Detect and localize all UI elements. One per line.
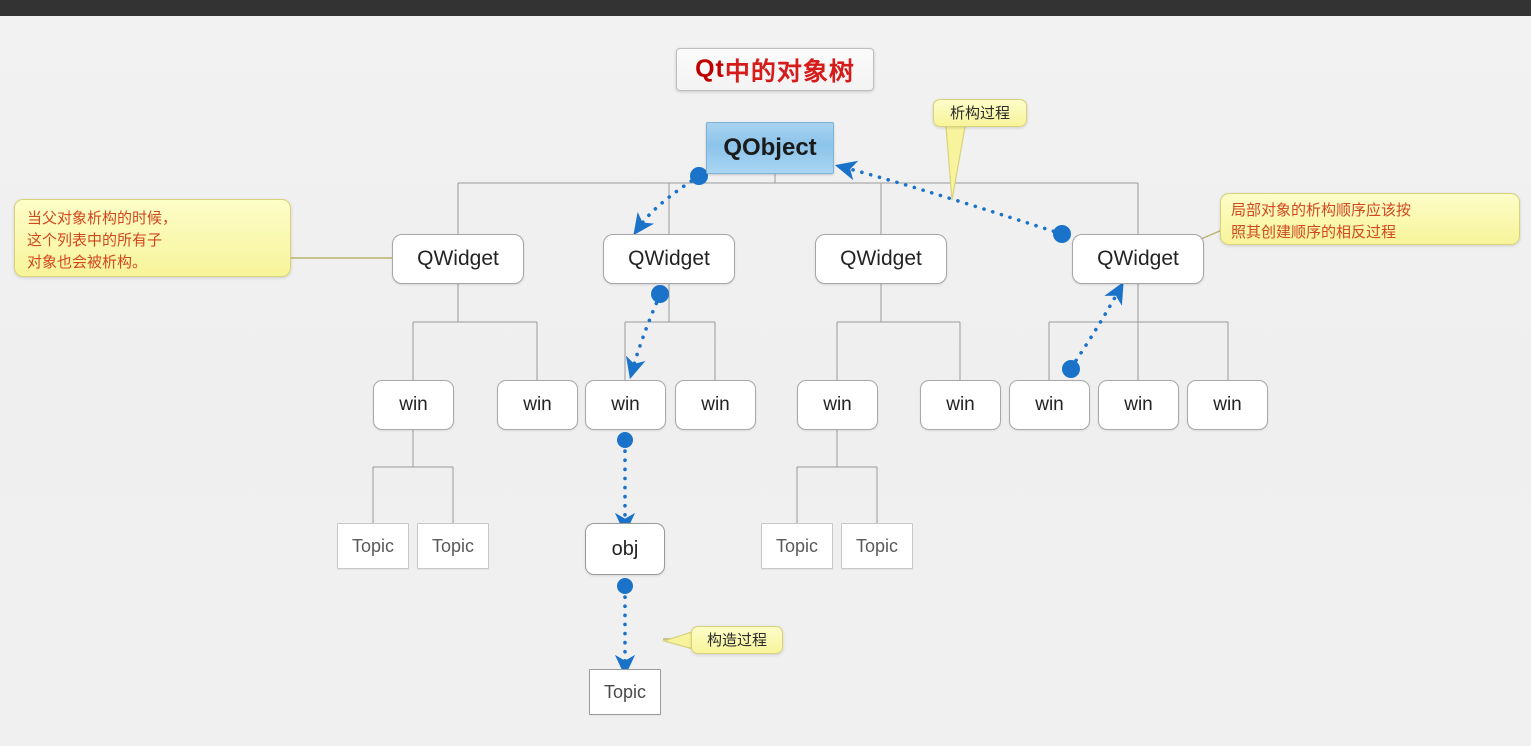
node-obj[interactable]: obj	[585, 523, 665, 575]
node-win-5-label: win	[823, 394, 852, 415]
node-win-6-label: win	[946, 394, 975, 415]
node-win-2[interactable]: win	[497, 380, 578, 430]
node-qwidget-1[interactable]: QWidget	[392, 234, 524, 284]
page-title-rest: 中的对象树	[724, 57, 855, 86]
node-topic-4-label: Topic	[855, 535, 899, 556]
node-topic-3[interactable]: Topic	[761, 523, 833, 569]
note-construct-process: 构造过程	[691, 626, 783, 654]
note-local-object-order-line-1: 局部对象的析构顺序应该按	[1231, 201, 1412, 219]
note-construct-process-label: 构造过程	[706, 631, 767, 649]
node-win-9-label: win	[1213, 394, 1242, 415]
node-topic-4[interactable]: Topic	[841, 523, 913, 569]
node-win-4[interactable]: win	[675, 380, 756, 430]
node-win-8[interactable]: win	[1098, 380, 1179, 430]
arrow-widget2-to-win3	[625, 293, 662, 380]
node-topic-1[interactable]: Topic	[337, 523, 409, 569]
note-local-object-order: 局部对象的析构顺序应该按 照其创建顺序的相反过程	[1220, 193, 1520, 245]
note-parent-destruction-line-2: 这个列表中的所有子	[27, 230, 163, 249]
page-title-prefix: Qt	[695, 55, 725, 83]
node-qwidget-4[interactable]: QWidget	[1072, 234, 1204, 284]
arrow-win7-to-widget4	[1069, 281, 1124, 370]
note-parent-destruction-line-1: 当父对象析构的时候，	[27, 209, 178, 227]
top-window-bar	[0, 0, 1531, 16]
node-win-9[interactable]: win	[1187, 380, 1268, 430]
node-win-3[interactable]: win	[585, 380, 666, 430]
node-qwidget-2[interactable]: QWidget	[603, 234, 735, 284]
arrow-widget4-to-qobject	[834, 160, 1064, 236]
node-topic-2[interactable]: Topic	[417, 523, 489, 569]
destruct-note-tail	[945, 126, 966, 201]
node-win-7[interactable]: win	[1009, 380, 1090, 430]
node-qobject-label: QObject	[723, 134, 817, 161]
node-qobject[interactable]: QObject	[706, 122, 834, 174]
node-qwidget-1-label: QWidget	[417, 247, 499, 270]
arrow-qobject-to-widget2	[633, 174, 701, 236]
node-topic-1-label: Topic	[351, 535, 395, 556]
node-win-8-label: win	[1124, 394, 1153, 415]
node-qwidget-3[interactable]: QWidget	[815, 234, 947, 284]
note-destruct-process: 析构过程	[933, 99, 1027, 127]
node-obj-label: obj	[611, 537, 639, 560]
node-win-2-label: win	[523, 394, 552, 415]
node-win-7-label: win	[1035, 394, 1064, 415]
node-win-1-label: win	[399, 394, 428, 415]
note-destruct-process-label: 析构过程	[949, 104, 1010, 122]
node-win-3-label: win	[611, 394, 640, 415]
node-topic-2-label: Topic	[431, 535, 475, 556]
node-topic-3-label: Topic	[775, 535, 819, 556]
node-qwidget-2-label: QWidget	[628, 247, 710, 270]
page-title: Qt 中的对象树	[676, 48, 874, 91]
note-parent-destruction: 当父对象析构的时候， 这个列表中的所有子 对象也会被析构。	[14, 199, 291, 277]
note-parent-destruction-line-3: 对象也会被析构。	[27, 252, 148, 271]
node-qwidget-4-label: QWidget	[1097, 247, 1179, 270]
node-win-4-label: win	[701, 394, 730, 415]
node-qwidget-3-label: QWidget	[840, 247, 922, 270]
node-win-1[interactable]: win	[373, 380, 454, 430]
node-win-5[interactable]: win	[797, 380, 878, 430]
node-topic-5[interactable]: Topic	[589, 669, 661, 715]
node-topic-5-label: Topic	[603, 681, 647, 702]
node-win-6[interactable]: win	[920, 380, 1001, 430]
note-local-object-order-line-2: 照其创建顺序的相反过程	[1231, 222, 1397, 241]
